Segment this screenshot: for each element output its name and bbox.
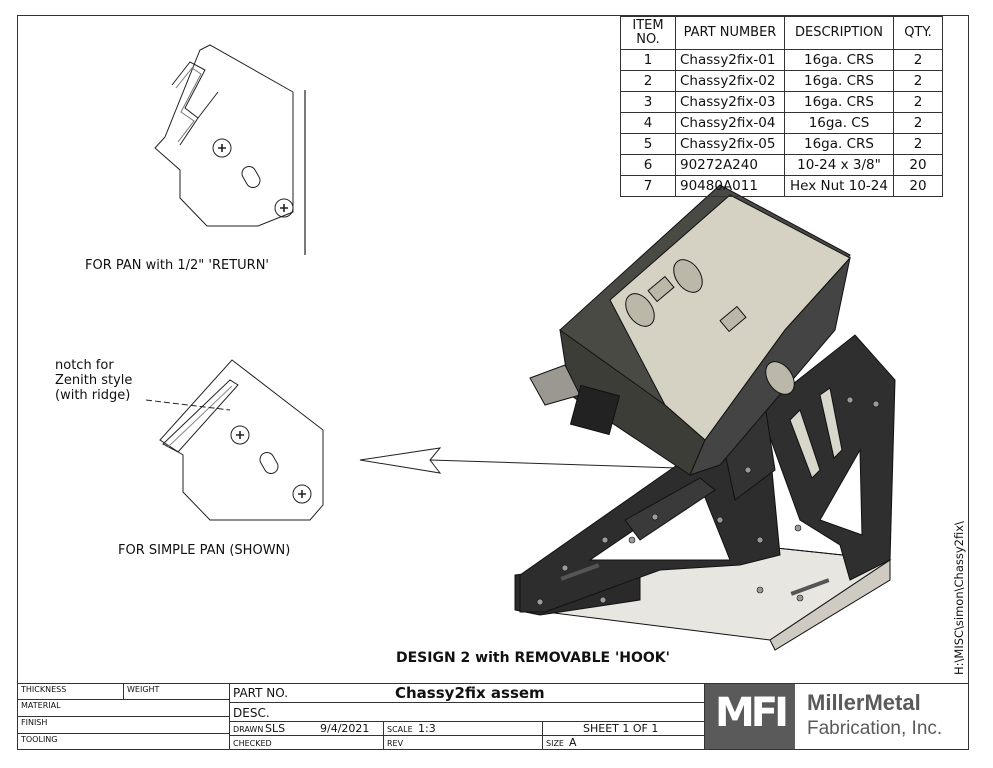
bom-description: 16ga. CRS: [784, 49, 894, 71]
sheet-number: SHEET 1 OF 1: [583, 722, 659, 735]
size-value: A: [569, 736, 577, 749]
bom-header-description: DESCRIPTION: [784, 16, 894, 50]
bom-description: 16ga. CRS: [784, 91, 894, 113]
tooling-cell: TOOLING: [17, 733, 230, 750]
bom-part-number: Chassy2fix-03: [675, 91, 785, 113]
bom-item: 3: [620, 91, 676, 113]
notch-callout-line: Zenith style: [55, 373, 133, 388]
desc-label: DESC.: [233, 706, 270, 720]
assembly-render: [514, 184, 896, 651]
title-block: THICKNESS WEIGHT MATERIAL FINISH TOOLING…: [17, 683, 969, 750]
part-no-label: PART NO.: [233, 686, 289, 700]
company-name-panel: MillerMetal Fabrication, Inc.: [795, 684, 968, 749]
bom-description: 16ga. CS: [784, 112, 894, 134]
bom-part-number: 90480A011: [675, 175, 785, 197]
bom-qty: 20: [893, 154, 943, 176]
material-cell: MATERIAL: [17, 699, 230, 717]
mfi-logo: MFI: [705, 684, 793, 749]
detail-view-simple-pan: [145, 359, 324, 521]
rev-cell: REV: [383, 735, 543, 750]
thickness-cell: THICKNESS: [17, 683, 124, 700]
finish-cell: FINISH: [17, 716, 230, 734]
bom-qty: 2: [893, 70, 943, 92]
bom-header-part-number: PART NUMBER: [675, 16, 785, 50]
part-no-cell: PART NO. Chassy2fix assem: [229, 683, 705, 703]
drawn-label: DRAWN: [233, 725, 264, 734]
drawn-cell: DRAWN SLS 9/4/2021: [229, 721, 384, 736]
bom-description: 16ga. CRS: [784, 133, 894, 155]
bom-description: Hex Nut 10-24: [784, 175, 894, 197]
bom-part-number: Chassy2fix-04: [675, 112, 785, 134]
bom-description: 10-24 x 3/8": [784, 154, 894, 176]
drawn-date: 9/4/2021: [320, 722, 370, 735]
bom-item: 4: [620, 112, 676, 134]
bom-qty: 2: [893, 112, 943, 134]
checked-label: CHECKED: [233, 739, 272, 748]
bom-part-number: 90272A240: [675, 154, 785, 176]
bom-item: 5: [620, 133, 676, 155]
notch-callout: notch for Zenith style (with ridge): [55, 358, 132, 403]
mfi-logo-letters: MFI: [715, 690, 789, 736]
company-name-line2: Fabrication, Inc.: [807, 718, 943, 739]
company-name-line1: MillerMetal: [807, 690, 921, 715]
bom-header-row: ITEM NO. PART NUMBER DESCRIPTION QTY.: [620, 16, 943, 50]
bottom-view-caption: FOR SIMPLE PAN (SHOWN): [118, 543, 291, 558]
rev-label: REV: [387, 739, 404, 748]
top-view-caption: FOR PAN with 1/2" 'RETURN': [85, 258, 269, 273]
notch-callout-line: notch for: [55, 358, 114, 373]
company-logo-area: MFI MillerMetal Fabrication, Inc.: [704, 683, 969, 750]
detail-view-return-pan: [154, 44, 306, 255]
bom-item: 6: [620, 154, 676, 176]
scale-value: 1:3: [418, 722, 436, 735]
bom-item: 1: [620, 49, 676, 71]
desc-cell: DESC.: [229, 702, 705, 722]
notch-callout-line: (with ridge): [55, 388, 131, 403]
bom-header-qty: QTY.: [893, 16, 943, 50]
file-path: H:\MISC\simon\Chassy2fix\: [952, 521, 966, 675]
sheet-cell: SHEET 1 OF 1: [542, 721, 705, 736]
bom-description: 16ga. CRS: [784, 70, 894, 92]
bom-part-number: Chassy2fix-02: [675, 70, 785, 92]
bom-item: 7: [620, 175, 676, 197]
scale-cell: SCALE 1:3: [383, 721, 543, 736]
bom-qty: 2: [893, 91, 943, 113]
bom-item: 2: [620, 70, 676, 92]
bom-qty: 2: [893, 133, 943, 155]
bom-part-number: Chassy2fix-01: [675, 49, 785, 71]
drawn-by: SLS: [265, 722, 286, 735]
design-title: DESIGN 2 with REMOVABLE 'HOOK': [396, 650, 670, 666]
scale-label: SCALE: [387, 725, 413, 734]
checked-cell: CHECKED: [229, 735, 384, 750]
size-cell: SIZE A: [542, 735, 705, 750]
bom-part-number: Chassy2fix-05: [675, 133, 785, 155]
part-name: Chassy2fix assem: [395, 684, 545, 702]
weight-cell: WEIGHT: [123, 683, 230, 700]
bom-qty: 20: [893, 175, 943, 197]
size-label: SIZE: [546, 739, 564, 748]
bom-header-item: ITEM NO.: [620, 16, 676, 50]
bom-qty: 2: [893, 49, 943, 71]
